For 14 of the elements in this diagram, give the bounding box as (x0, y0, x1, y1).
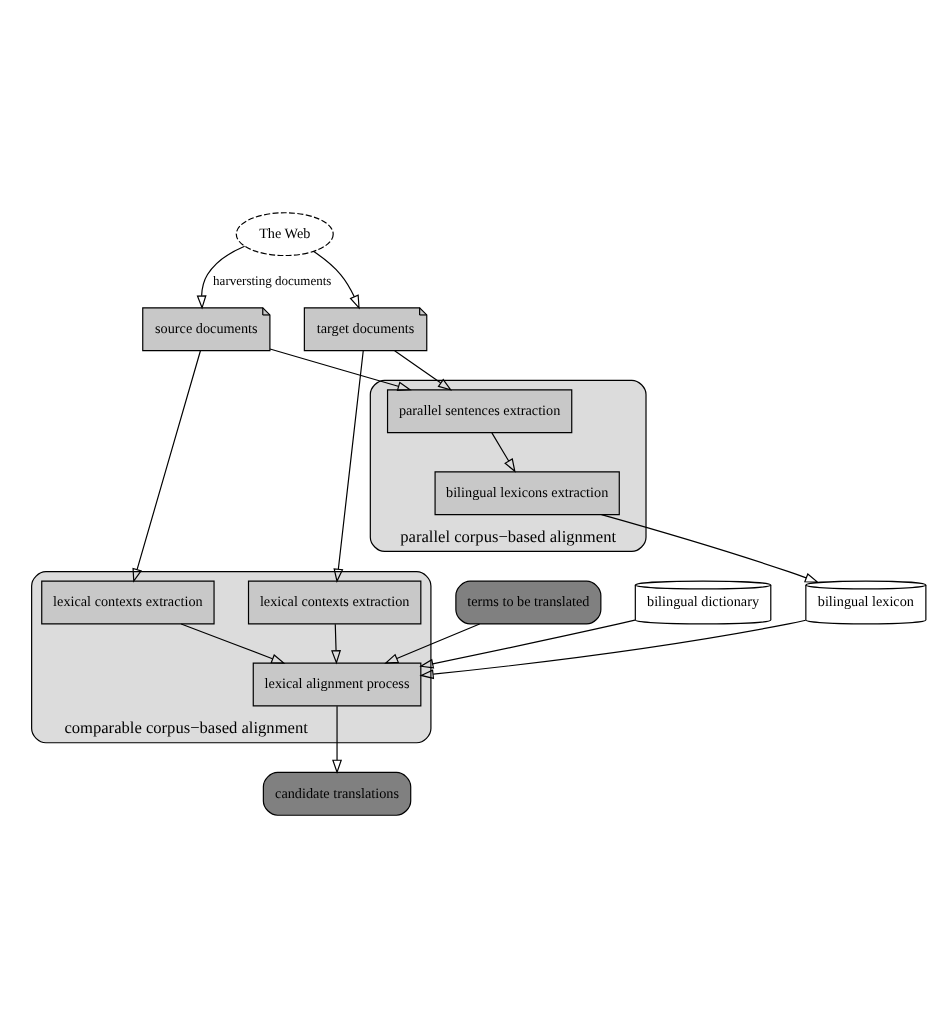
arrow (419, 618, 807, 679)
arrow (332, 704, 343, 773)
arrow (419, 618, 636, 668)
arrow (491, 431, 516, 472)
arrow (196, 244, 246, 309)
arrow (313, 249, 360, 309)
arrow (331, 622, 342, 664)
arrow (269, 347, 412, 391)
arrow (600, 513, 820, 582)
arrow (180, 622, 286, 663)
arrow (384, 622, 481, 663)
arrow (333, 349, 364, 582)
arrow (132, 349, 202, 582)
arrow (394, 349, 453, 390)
